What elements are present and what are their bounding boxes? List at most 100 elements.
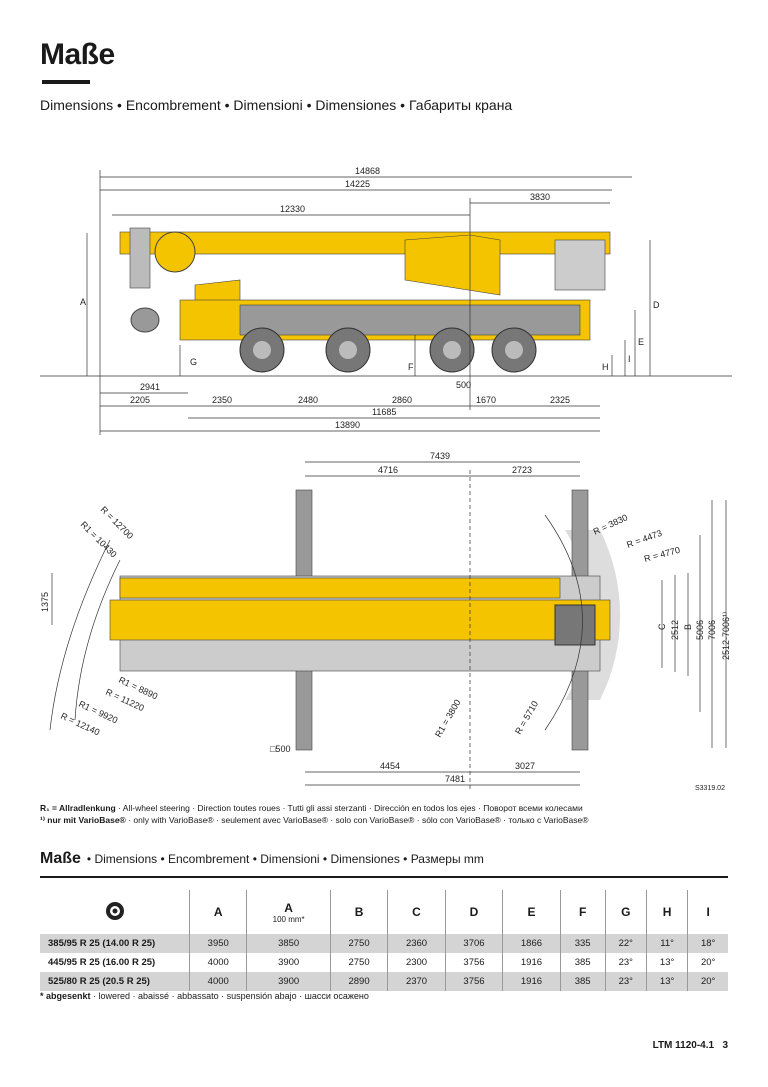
col-g: G	[604, 890, 647, 934]
table-cell: 3950	[188, 934, 247, 953]
dim-7439: 7439	[430, 451, 450, 461]
dim-4454: 4454	[380, 761, 400, 771]
footnote-1: ¹⁾ nur mit VarioBase® · only with VarioB…	[40, 815, 588, 826]
col-a-sub: 100 mm*	[272, 914, 305, 924]
table-cell: 20°	[687, 953, 728, 972]
radius-4473: R = 4473	[625, 528, 663, 550]
col-b: B	[329, 890, 388, 934]
table-cell: 2360	[387, 934, 446, 953]
radius-12700: R = 12700	[99, 504, 136, 541]
footnote-r1-term: R₁ = Allradlenkung	[40, 803, 116, 813]
table-cell: 1916	[502, 972, 561, 991]
page-number: 3	[722, 1040, 728, 1051]
table-cell: 2750	[329, 934, 388, 953]
radius-3800: R1 = 3800	[433, 698, 463, 739]
table-cell: 13°	[645, 972, 688, 991]
col-a-lowered-label: A	[284, 900, 293, 915]
title-underline	[42, 80, 90, 84]
dim-14868: 14868	[355, 166, 380, 176]
dim-11685: 11685	[372, 407, 396, 417]
dim-12330: 12330	[280, 204, 305, 214]
col-e: E	[502, 890, 561, 934]
dim-3830: 3830	[530, 192, 550, 202]
dim-3027: 3027	[515, 761, 535, 771]
table-cell: 3850	[246, 934, 331, 953]
page-title: Maße	[40, 38, 115, 71]
label-a: A	[80, 297, 86, 307]
footnote-r1: R₁ = Allradlenkung · All-wheel steering …	[40, 803, 583, 813]
table-cell: 4000	[188, 972, 247, 991]
dim-13890: 13890	[335, 420, 360, 430]
footnote-1-text: · only with VarioBase® · seulement avec …	[125, 815, 589, 825]
dim-4716: 4716	[378, 465, 398, 475]
table-cell: 2890	[329, 972, 388, 991]
radius-5710: R = 5710	[513, 699, 540, 736]
table-subtitle: • Dimensions • Encombrement • Dimensioni…	[86, 852, 484, 866]
table-cell: 4000	[188, 953, 247, 972]
table-cell: 2370	[387, 972, 446, 991]
dim-5006: 5006	[695, 620, 705, 640]
drawing-number: S3319.02	[695, 785, 725, 792]
table-cell: 2750	[329, 953, 388, 972]
col-c: C	[387, 890, 446, 934]
label-e: E	[638, 337, 644, 347]
table-cell: 18°	[687, 934, 728, 953]
table-cell: 11°	[645, 934, 688, 953]
table-cell: 385	[559, 953, 606, 972]
col-d: D	[444, 890, 503, 934]
model-name: LTM 1120-4.1	[652, 1040, 715, 1051]
label-h: H	[602, 362, 609, 372]
label-b: B	[683, 624, 693, 630]
dim-14225: 14225	[345, 179, 370, 189]
table-note-text: · lowered · abaissé · abbassato · suspen…	[90, 991, 369, 1001]
dim-2325: 2325	[550, 395, 570, 405]
label-g: G	[190, 357, 197, 367]
table-cell: 3756	[444, 972, 503, 991]
tyre-size: 445/95 R 25 (16.00 R 25)	[48, 957, 156, 968]
page-subtitle: Dimensions • Encombrement • Dimensioni •…	[40, 97, 513, 113]
dim-2205: 2205	[130, 395, 150, 405]
crane-top-illustration	[109, 489, 621, 751]
tyre-size: 525/80 R 25 (20.5 R 25)	[40, 972, 190, 991]
section-divider	[40, 876, 728, 878]
col-h: H	[645, 890, 688, 934]
dim-2480: 2480	[298, 395, 318, 405]
dim-7481: 7481	[445, 774, 465, 784]
dim-1670: 1670	[476, 395, 496, 405]
dim-2512-7006: 2512-7006¹⁾	[721, 612, 731, 660]
col-i: I	[687, 890, 728, 934]
side-view-drawing: 14868 14225 12330 3830 2941 2205 2350 24…	[40, 166, 732, 435]
dim-500-outrigger: □500	[270, 744, 290, 754]
table-cell: 3756	[444, 953, 503, 972]
tyre-icon	[40, 890, 190, 934]
table-cell: 20°	[687, 972, 728, 991]
table-cell: 13°	[645, 953, 688, 972]
radius-4770: R = 4770	[643, 545, 681, 564]
tyre-size: 385/95 R 25 (14.00 R 25)	[40, 934, 190, 953]
dim-7006: 7006	[707, 620, 717, 640]
label-c: C	[657, 623, 667, 630]
col-f: F	[559, 890, 606, 934]
table-cell: 22°	[604, 934, 647, 953]
table-title: Maße	[40, 850, 81, 867]
label-f: F	[408, 362, 414, 372]
footnote-1-term: ¹⁾ nur mit VarioBase®	[40, 815, 126, 825]
table-cell: 23°	[604, 953, 647, 972]
label-d: D	[653, 300, 660, 310]
footnote-r1-text: · All-wheel steering · Direction toutes …	[115, 803, 583, 813]
table-section-title: Maße • Dimensions • Encombrement • Dimens…	[40, 850, 484, 868]
table-cell: 23°	[604, 972, 647, 991]
dim-2941: 2941	[140, 382, 160, 392]
table-cell: 2300	[387, 953, 446, 972]
table-cell: 1916	[502, 953, 561, 972]
radius-3830: R = 3830	[592, 512, 630, 537]
table-cell: 335	[559, 934, 606, 953]
label-i: I	[628, 354, 631, 364]
table-cell: 385	[559, 972, 606, 991]
top-view-drawing: 7439 4716 2723 4454 3027 7481 □500 1375 …	[40, 451, 731, 792]
